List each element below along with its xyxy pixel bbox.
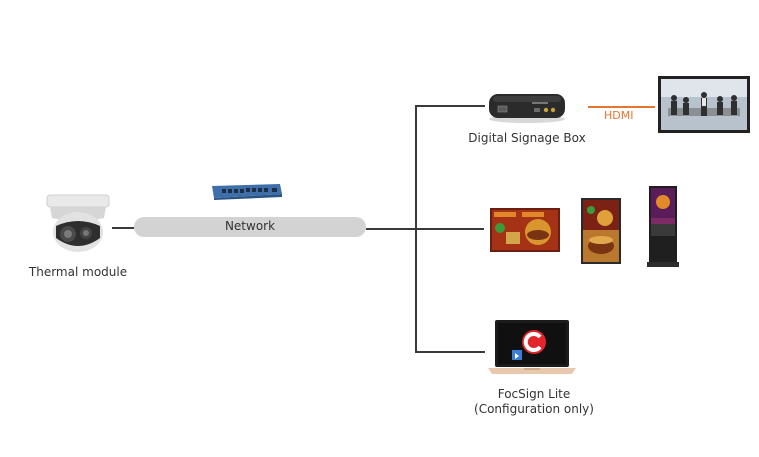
camera-connector [112,227,134,229]
digital-signage-box-label: Digital Signage Box [468,131,586,145]
signage-box-icon [489,94,565,123]
focsign-lite-sublabel: (Configuration only) [474,402,594,416]
network-bar [134,217,366,237]
focsign-lite-label: FocSign Lite [497,387,571,401]
tv-display-icon [658,76,750,133]
portrait-screen-icon [581,198,621,264]
laptop-icon [488,320,576,374]
hdmi-label: HDMI [604,109,634,122]
hdmi-cable [588,106,655,108]
thermal-module-label: Thermal module [28,265,128,279]
branch-laptop [415,351,485,353]
menu-screen-icon [490,208,560,252]
branch-signage-box [415,105,485,107]
kiosk-icon [647,186,679,267]
network-label: Network [224,219,276,233]
network-to-trunk [366,228,416,230]
network-switch-icon [212,184,282,200]
branch-screens [416,228,484,230]
thermal-camera-icon [46,194,110,252]
